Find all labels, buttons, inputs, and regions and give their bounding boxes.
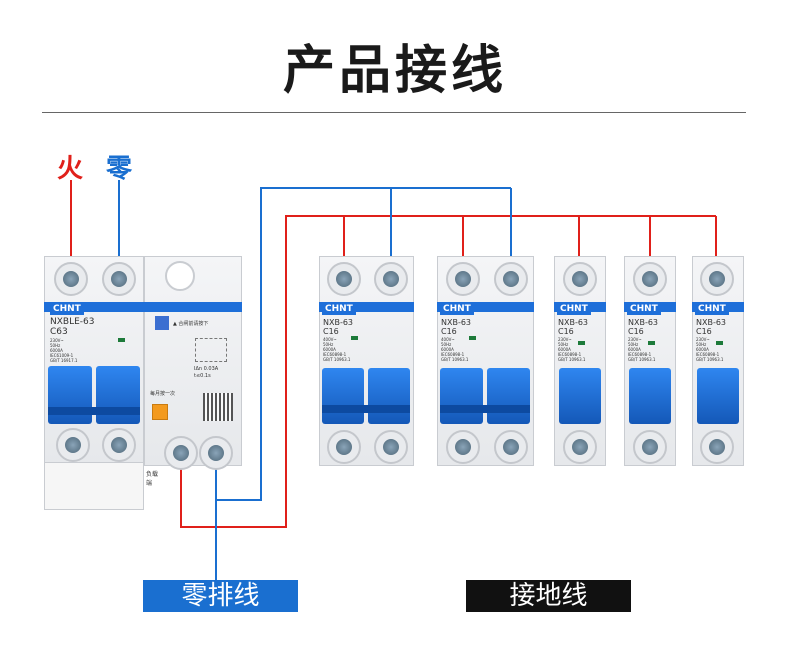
rcbo-line-terminal-2 [102,262,136,296]
rcbo-test-button[interactable] [152,404,168,420]
breaker-1p-2-top-terminal [633,262,667,296]
rcbo-base [44,462,144,510]
rcbo-load-terminal-2 [102,428,136,462]
breaker-1p-1-specs: 230V~ 50Hz 6000A IEC60898-1 GB/T 10963.1 [558,337,586,362]
rcbo-brand: CHNT [50,303,84,315]
page-title: 产品接线 [282,41,507,101]
rcbo-label-top: ▲ 合闸前请按下 [173,321,209,327]
rcbo-handle-1[interactable] [48,366,92,424]
breaker-1p-3-brand: CHNT [695,303,729,315]
breaker-1p-2-handle[interactable] [629,368,671,424]
rcbo-qr-code [203,393,233,421]
breaker-2p-2-tie-bar [440,405,530,413]
neutral-wire-label: 零 [106,154,133,184]
rcbo-test-note: 每月按一次 [150,391,176,397]
breaker-2p-2-rating: C16 [441,327,457,336]
breaker-2p-2-handle-2[interactable] [487,368,530,424]
breaker-1p-2-model: NXB-63 [628,318,659,327]
breaker-2p-1-bottom-terminal-2 [374,430,408,464]
rcbo-line-terminal-1 [54,262,88,296]
breaker-2p-1-model: NXB-63 [323,318,354,327]
breaker-1p-1-led [578,341,585,345]
breaker-2p-1-rating: C16 [323,327,339,336]
breaker-1p-1-rating: C16 [558,327,574,336]
breaker-1p-1-bottom-terminal [563,430,597,464]
breaker-2p-2-bottom-terminal-1 [446,430,480,464]
breaker-1p-3-handle[interactable] [697,368,739,424]
rcbo-live-out-terminal [199,436,233,470]
rcbo-idn: IΔn 0.03A [194,366,219,372]
breaker-1p-3-rating: C16 [696,327,712,336]
rcbo-trip-indicator [155,316,169,330]
title-divider [42,112,746,113]
rcbo-trip-time: t≤0.1s [194,373,211,379]
breaker-2p-2-model: NXB-63 [441,318,472,327]
breaker-1p-1-handle[interactable] [559,368,601,424]
rcbo-circuit-symbol [195,338,227,362]
breaker-2p-2-brand: CHNT [440,303,474,315]
breaker-1p-2-brand: CHNT [627,303,661,315]
rcbo-neutral-out-terminal [164,436,198,470]
breaker-2p-1-bottom-terminal-1 [327,430,361,464]
breaker-2p-2-specs: 400V~ 50Hz 6000A IEC60898-1 GB/T 10963.1 [441,337,469,362]
neutral-bus-wire [216,187,511,501]
rcbo-load-terminal-1 [56,428,90,462]
rcbo-handle-tie-bar [48,407,140,415]
breaker-2p-2-led [469,336,476,340]
breaker-2p-1-handle-2[interactable] [368,368,410,424]
breaker-1p-2-specs: 230V~ 50Hz 6000A IEC60898-1 GB/T 10963.1 [628,337,656,362]
breaker-2p-2-bottom-terminal-2 [494,430,528,464]
breaker-2p-1-top-terminal-2 [374,262,408,296]
rcbo-handle-2[interactable] [96,366,140,424]
breaker-1p-3-model: NXB-63 [696,318,727,327]
breaker-1p-3-bottom-terminal [700,430,734,464]
live-output-wire [180,215,716,528]
rcbo-model: NXBLE-63 [50,317,95,327]
breaker-2p-1-specs: 400V~ 50Hz 6000A IEC60898-1 GB/T 10963.1 [323,337,351,362]
breaker-2p-1-handle-1[interactable] [322,368,364,424]
breaker-1p-2-rating: C16 [628,327,644,336]
rcbo-blue-band [44,302,242,312]
breaker-1p-3-led [716,341,723,345]
breaker-2p-1-tie-bar [322,405,410,413]
ground-bar-label: 接地线 [466,580,631,612]
breaker-1p-3-top-terminal [700,262,734,296]
rcbo-residual-module [144,256,242,466]
breaker-1p-1-top-terminal [563,262,597,296]
breaker-2p-1-band [319,302,414,312]
breaker-2p-2-band [437,302,534,312]
rcbo-status-led [118,338,125,342]
neutral-bar-label: 零排线 [143,580,298,612]
rcbo-rating: C63 [50,327,68,337]
rcbo-specs: 230V~ 50Hz 6000A IEC61009-1 GB/T 16917.1 [50,338,78,363]
breaker-1p-1-model: NXB-63 [558,318,589,327]
breaker-2p-1-brand: CHNT [322,303,356,315]
breaker-2p-2-handle-1[interactable] [440,368,483,424]
rcbo-indicator-window [165,261,195,291]
live-wire-label: 火 [57,154,84,184]
breaker-1p-1-brand: CHNT [557,303,591,315]
breaker-2p-2-top-terminal-2 [494,262,528,296]
breaker-2p-2-top-terminal-1 [446,262,480,296]
breaker-1p-3-specs: 230V~ 50Hz 6000A IEC60898-1 GB/T 10963.1 [696,337,724,362]
breaker-1p-2-led [648,341,655,345]
breaker-1p-2-bottom-terminal [633,430,667,464]
breaker-2p-1-led [351,336,358,340]
breaker-2p-1-top-terminal-1 [327,262,361,296]
rcbo-load-label: 负载端 [146,471,159,487]
